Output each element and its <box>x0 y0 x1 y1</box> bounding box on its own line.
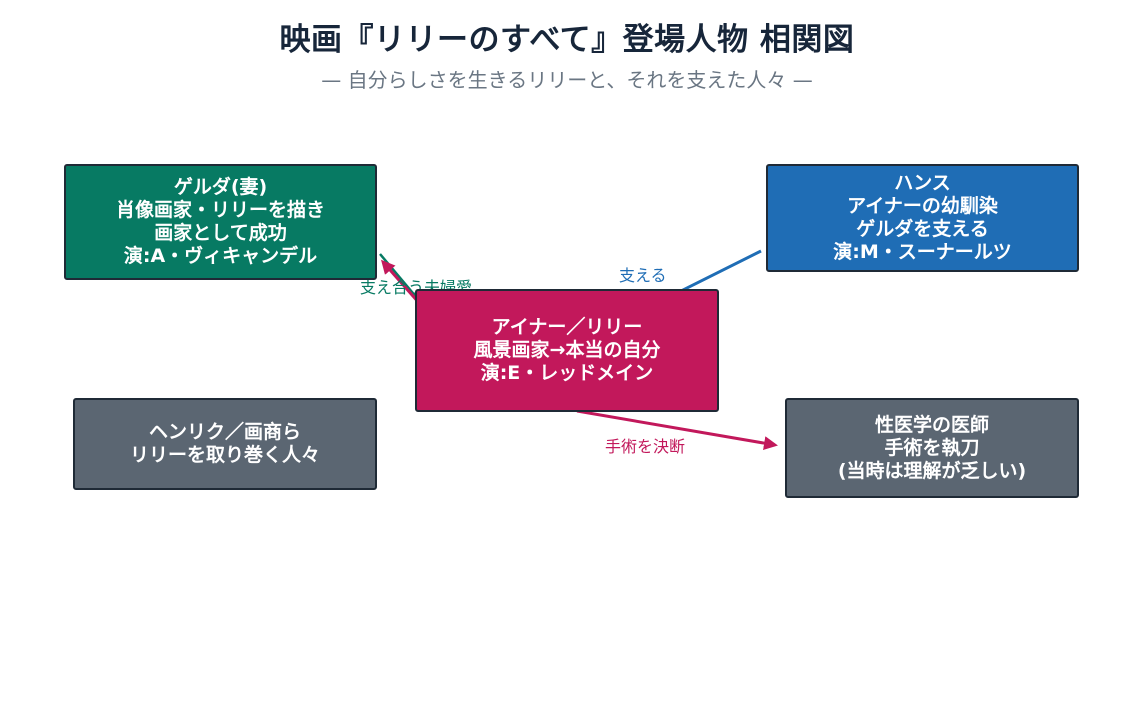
node-gerda: ゲルダ(妻) 肖像画家・リリーを描き 画家として成功 演:A・ヴィキャンデル <box>64 164 377 280</box>
node-henrik-line-1: ヘンリク／画商ら <box>148 421 301 443</box>
node-henrik: ヘンリク／画商ら リリーを取り巻く人々 <box>73 398 377 490</box>
edge-couple-line-pink <box>381 259 422 305</box>
node-gerda-line-4: 演:A・ヴィキャンデル <box>123 245 318 267</box>
node-lili: アイナー／リリー 風景画家→本当の自分 演:E・レッドメイン <box>415 289 719 412</box>
node-hans-line-4: 演:M・スーナールツ <box>833 241 1012 263</box>
diagram-title: 映画『リリーのすべて』登場人物 相関図 <box>279 22 855 58</box>
node-hans-line-3: ゲルダを支える <box>856 218 989 240</box>
node-doctor-line-1: 性医学の医師 <box>874 413 989 436</box>
node-lili-line-2: 風景画家→本当の自分 <box>473 339 661 361</box>
node-hans-line-1: ハンス <box>894 172 951 194</box>
node-hans-line-2: アイナーの幼馴染 <box>847 195 998 217</box>
edge-surgery-label: 手術を決断 <box>605 437 685 456</box>
diagram-subtitle: — 自分らしさを生きるリリーと、それを支えた人々 — <box>321 68 813 92</box>
node-doctor-line-3: (当時は理解が乏しい) <box>837 459 1027 482</box>
node-doctor-line-2: 手術を執刀 <box>884 436 980 459</box>
node-henrik-line-2: リリーを取り巻く人々 <box>129 444 320 466</box>
node-gerda-line-1: ゲルダ(妻) <box>173 176 268 198</box>
node-doctor: 性医学の医師 手術を執刀 (当時は理解が乏しい) <box>785 398 1079 498</box>
node-gerda-line-3: 画家として成功 <box>154 222 287 244</box>
edge-surgery-line <box>576 409 778 451</box>
node-lili-line-3: 演:E・レッドメイン <box>480 362 654 384</box>
node-hans: ハンス アイナーの幼馴染 ゲルダを支える 演:M・スーナールツ <box>766 164 1079 272</box>
edge-support-label: 支える <box>619 266 667 285</box>
node-lili-line-1: アイナー／リリー <box>491 316 643 338</box>
node-gerda-line-2: 肖像画家・リリーを描き <box>115 199 325 221</box>
